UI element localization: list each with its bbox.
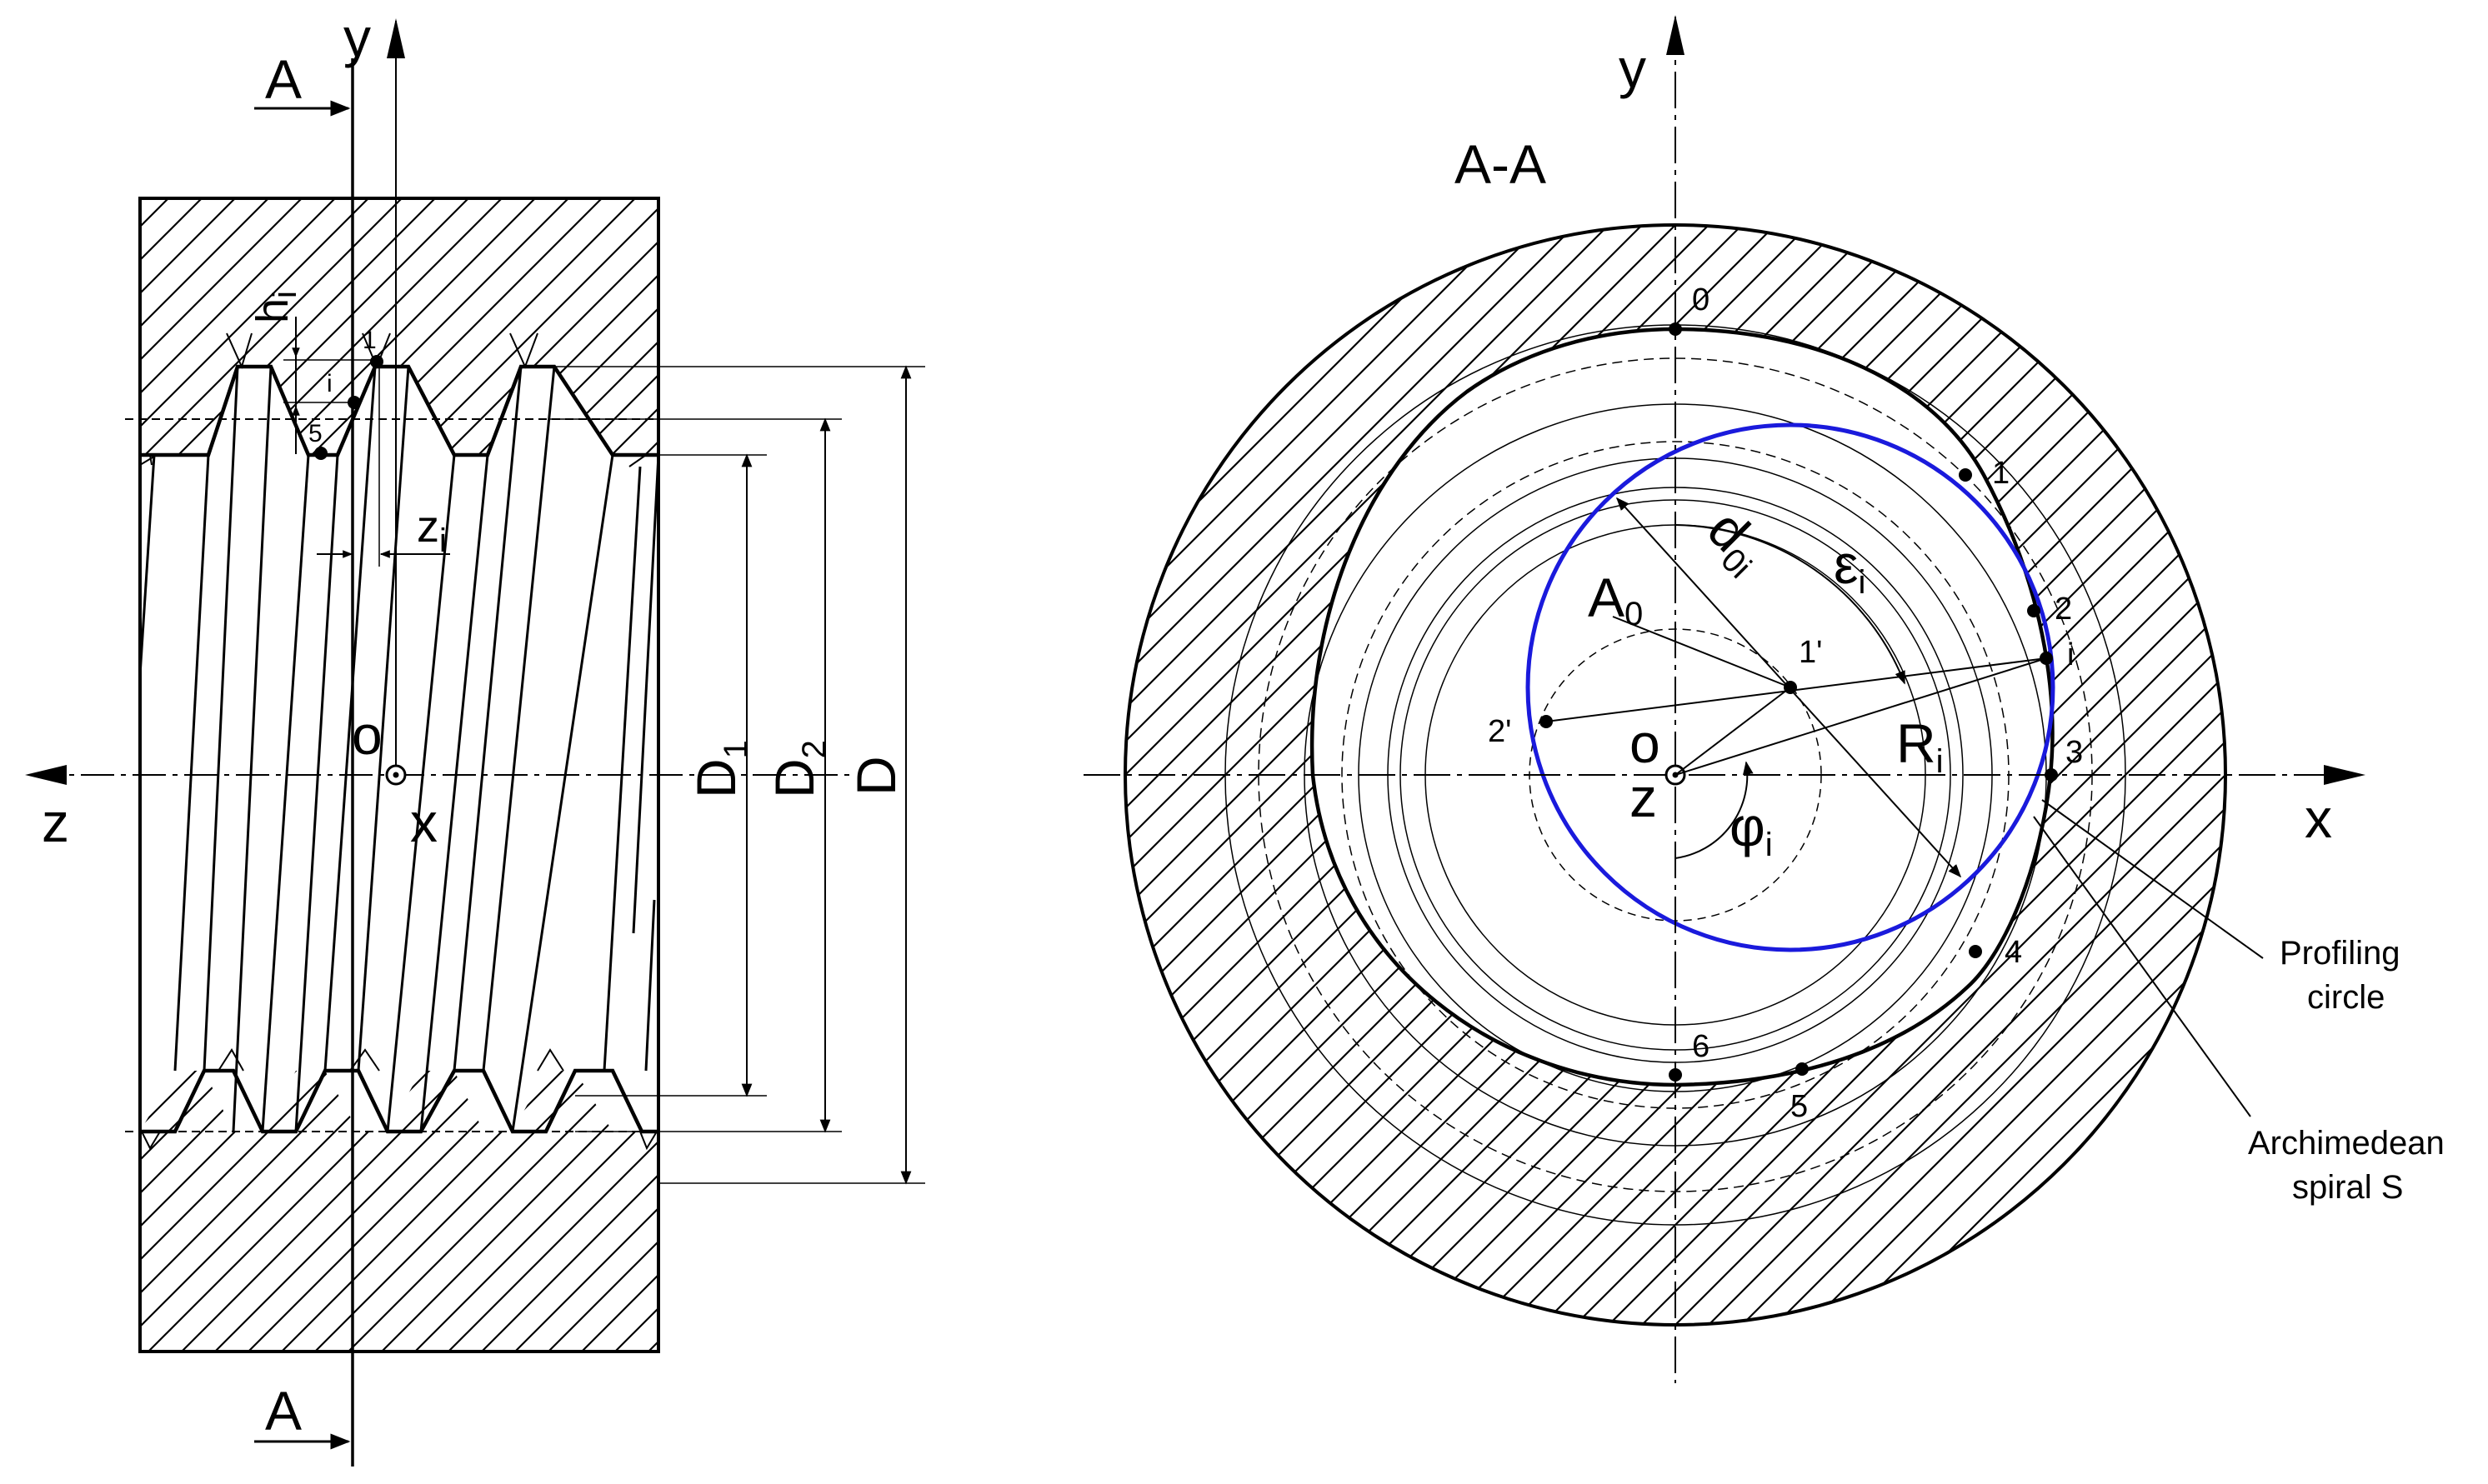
spiral-point-3 [2045,768,2058,782]
dim-d2-sub: 2 [796,740,833,758]
section-label-top: A [265,48,302,110]
spiral-point-2 [2027,604,2040,617]
point-label-i: i [2067,637,2074,672]
hi-label-sub: i [267,291,303,298]
bottom-thread-tips [141,1048,658,1151]
spiral-point-i [2040,652,2053,665]
center-point-1p [1784,681,1797,694]
spiral-label-2: spiral S [2292,1169,2403,1206]
zi-label: zi [417,502,447,559]
point-label-6: 6 [1692,1029,1710,1064]
point-label-1p: 1' [1799,635,1822,670]
section-label-bottom: A [265,1380,302,1442]
point-label-5: 5 [1790,1089,1808,1124]
y-axis-right-arrow [1666,15,1685,55]
point-label-i-left: i [327,370,333,397]
spiral-point-1 [1959,468,1972,482]
zi-label-main: z [417,502,439,552]
point-label-2p: 2' [1488,714,1511,749]
profiling-circle [1525,422,2055,952]
z-axis-label-left: z [42,792,69,853]
dim-d2-main: D [763,758,825,798]
helical-thread-lines [138,366,660,1132]
phi-main: φ [1730,796,1765,857]
x-axis-label-right: x [2305,787,2332,849]
spiral-points [1539,322,2058,1082]
profiling-circle-label-1: Profiling [2280,935,2400,972]
dim-d2-label: D2 [763,740,833,798]
y-axis-label-right: y [1619,37,1646,99]
spiral-label-1: Archimedean [2248,1125,2445,1162]
profiling-circle-leader [2041,799,2264,959]
point-label-0: 0 [1692,282,1710,317]
origin-label-right: o [1629,712,1660,774]
ri-label: Ri [1896,712,1944,780]
point-label-2: 2 [2055,592,2072,627]
longitudinal-section-view: A A y z x o 1 i 5 hi zi [25,7,925,1467]
phi-arc [1675,761,1754,859]
point-2p [1539,715,1553,728]
spiral-leader [2033,816,2251,1117]
x-axis-label-left: x [410,792,438,853]
spiral-point-6 [1669,1068,1682,1082]
origin-dot-left [393,772,399,778]
hi-label-main: h [248,298,298,323]
thread-point-1 [370,355,383,368]
dim-d1-main: D [685,758,747,798]
x-axis-right-arrow [2324,765,2365,785]
y-axis-label-left: y [343,7,371,68]
epsilon-arc [1675,524,1905,685]
point-label-4: 4 [2005,935,2022,970]
point-label-1-left: 1 [363,327,377,354]
point-label-1: 1 [1992,456,2010,491]
origin-label-left: o [352,704,383,766]
epsilon-main: ε [1834,533,1858,595]
z-axis-arrow [25,765,67,785]
dim-d1-label: D1 [685,740,754,798]
hi-label: hi [248,291,303,323]
section-title: A-A [1454,133,1546,195]
cross-section-view: 0 1 2 i 3 4 5 6 1' 2' A-A y x o z A0 d0i… [1084,15,2445,1383]
thread-bore [140,367,658,1132]
top-thread-profile [140,364,658,457]
ri-main: R [1896,712,1936,774]
a0-sub: 0 [1624,596,1643,632]
hatched-body-bottom [140,1071,658,1352]
dim-d-label: D [845,756,907,796]
thread-point-i [348,396,361,409]
zi-label-sub: i [439,522,447,559]
ri-sub: i [1936,743,1944,780]
dim-d1-sub: 1 [718,740,754,758]
z-axis-label-right: z [1629,767,1657,828]
epsilon-sub: i [1858,564,1865,601]
spiral-point-0 [1669,322,1682,336]
point-label-5-left: 5 [308,420,323,447]
thread-point-5 [314,447,328,460]
a0-main: A [1588,567,1624,628]
spiral-point-5 [1795,1062,1809,1076]
bottom-thread-profile [140,1068,658,1134]
point-label-3: 3 [2065,735,2083,770]
a0-label: A0 [1588,567,1643,632]
y-axis-left-arrow [387,18,405,58]
spiral-point-4 [1969,945,1982,958]
profiling-circle-label-2: circle [2307,979,2385,1016]
epsilon-label: εi [1834,533,1865,601]
phi-label: φi [1730,796,1773,863]
phi-sub: i [1765,827,1773,863]
